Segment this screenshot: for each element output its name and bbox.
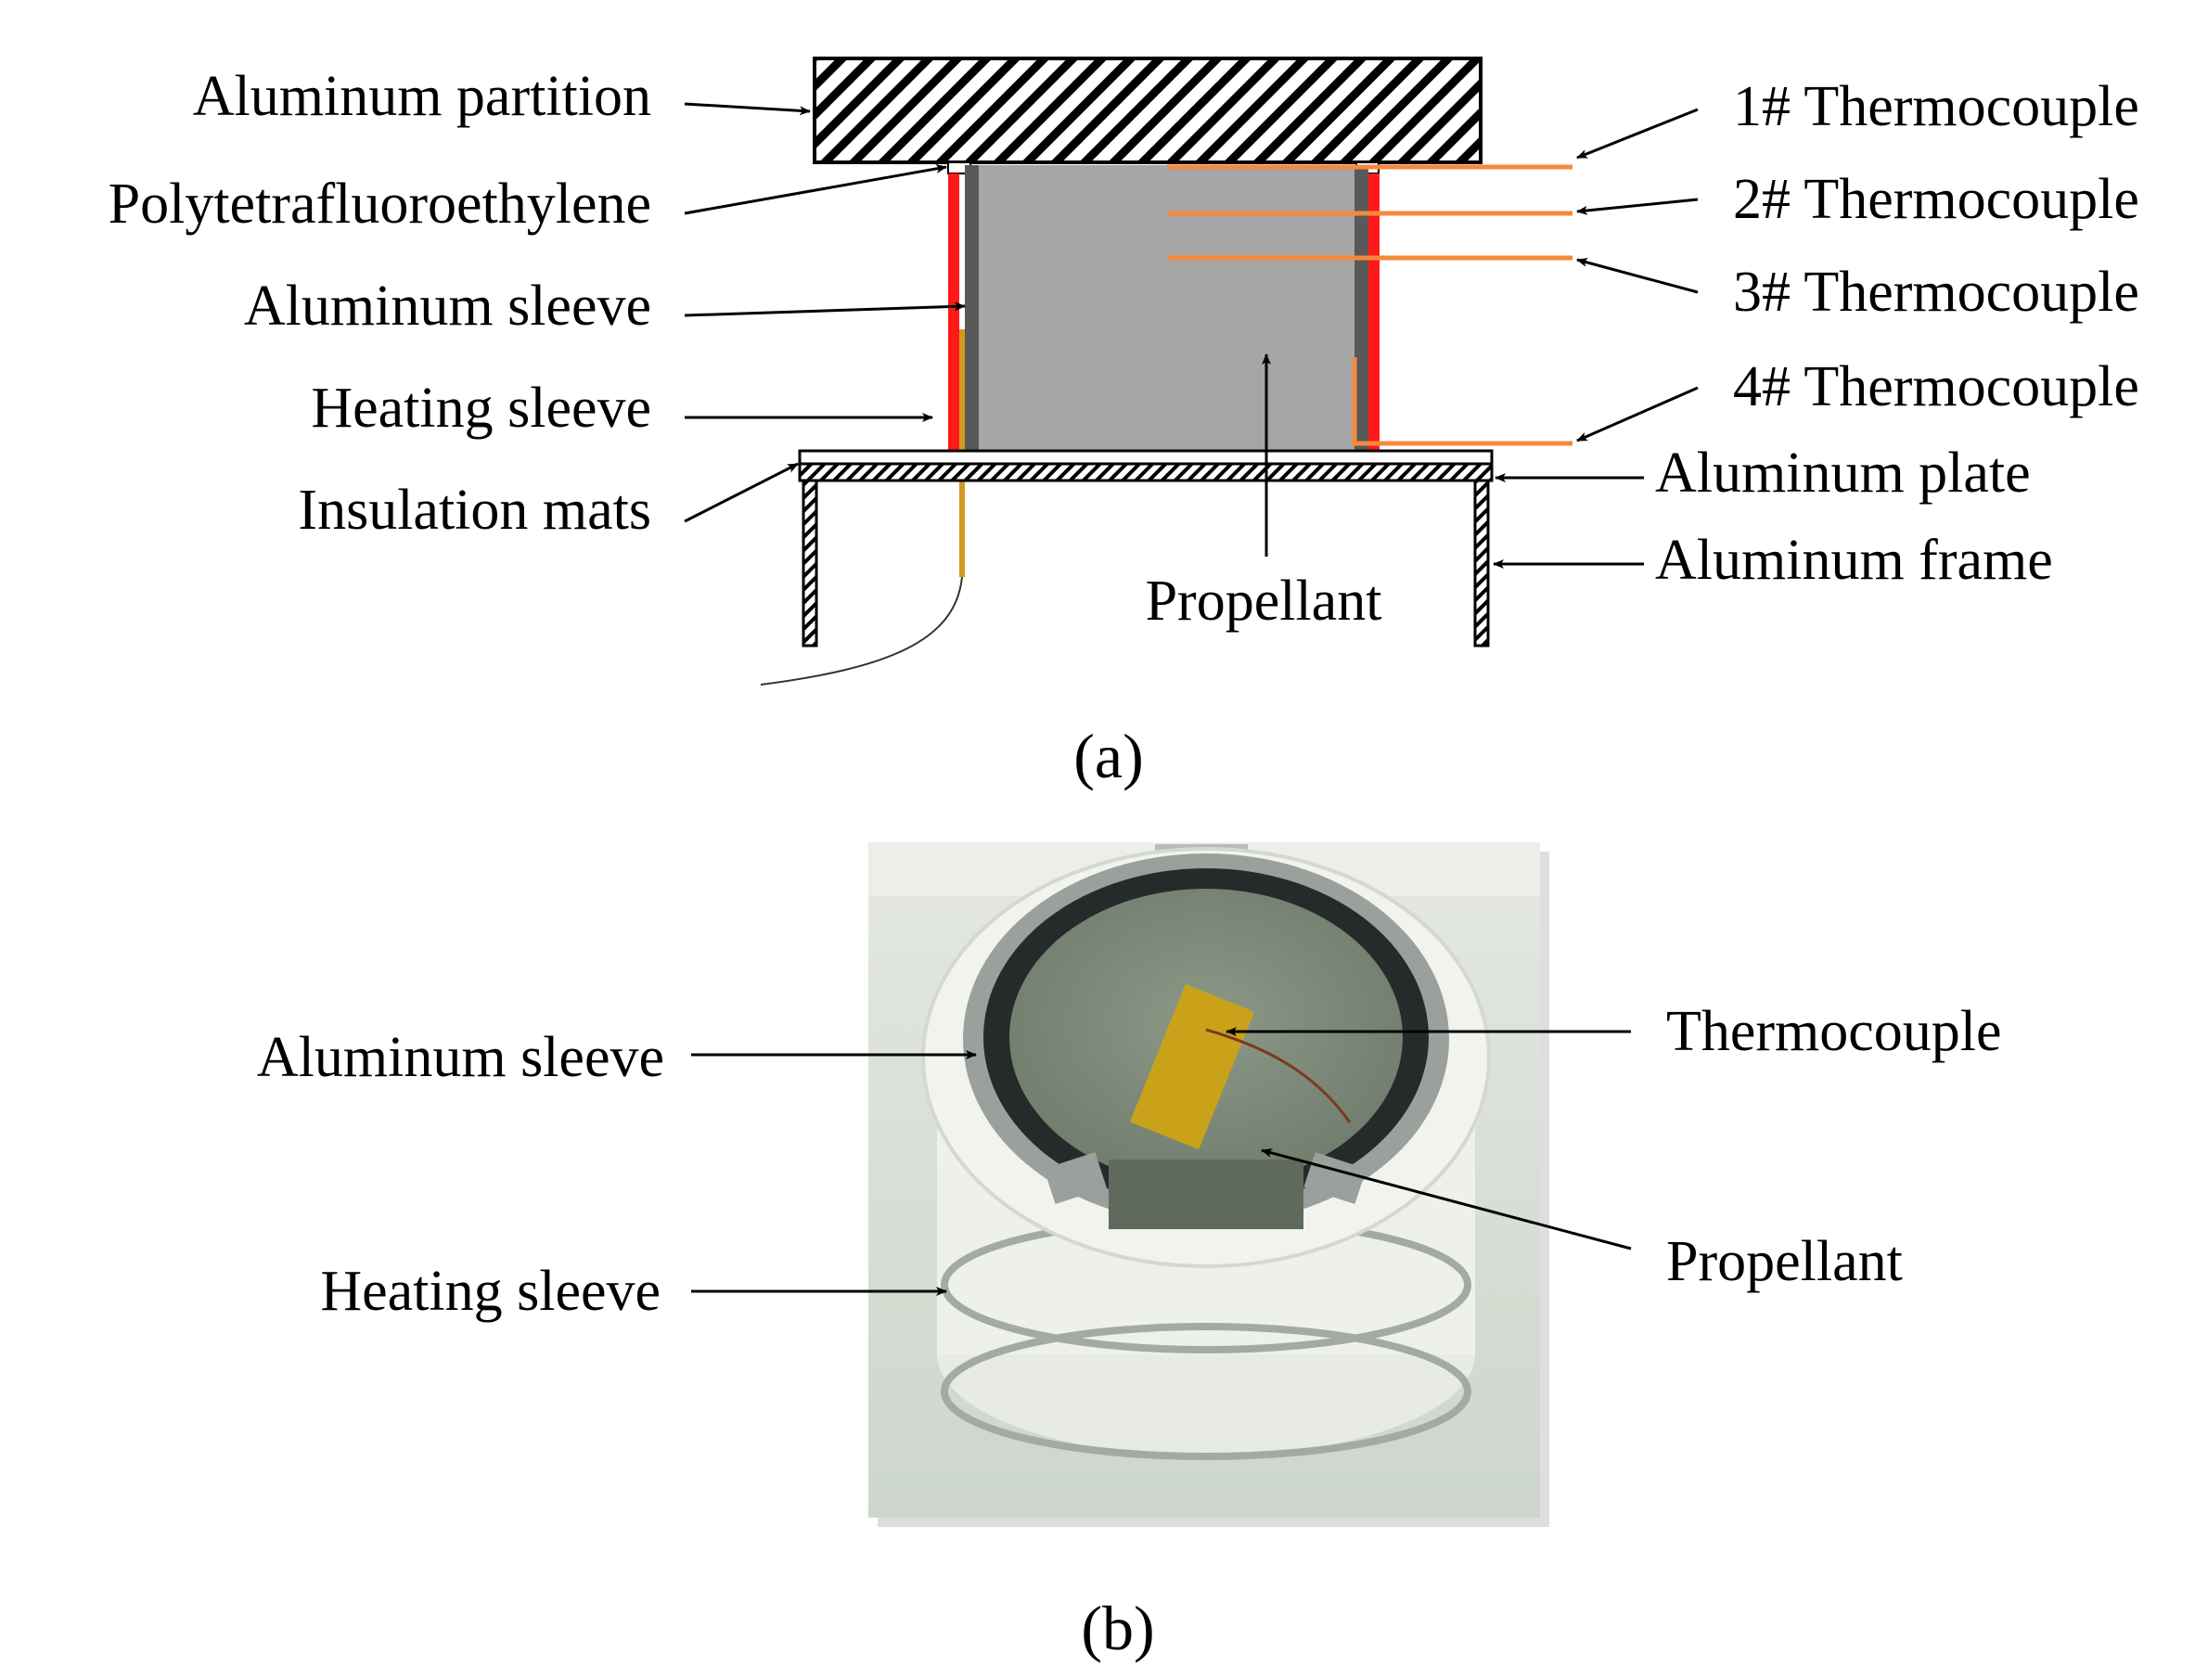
- arrow-tc2: [1576, 198, 1699, 215]
- label-b-thermocouple: Thermocouple: [1666, 1000, 2002, 1063]
- aluminum-partition: [813, 57, 1483, 164]
- photo-kapton-tape: [1129, 983, 1255, 1150]
- label-heating-sleeve: Heating sleeve: [311, 377, 651, 440]
- cable: [760, 576, 963, 686]
- label-tc2: 2# Thermocouple: [1733, 168, 2139, 231]
- arrow-aluminum-sleeve: [684, 301, 966, 317]
- label-aluminum-partition: Aluminum partition: [193, 65, 651, 128]
- arrow-ptfe: [684, 163, 947, 215]
- label-aluminum-sleeve: Aluminum sleeve: [244, 275, 651, 338]
- photo-propellant-side: [1109, 1160, 1303, 1229]
- label-aluminum-plate: Aluminum plate: [1655, 442, 2031, 505]
- label-insulation-mats: Insulation mats: [298, 479, 651, 542]
- label-aluminum-frame: Aluminum frame: [1655, 529, 2053, 592]
- panel-b-photo: Aluminum sleeve Heating sleeve Thermocou…: [257, 842, 2002, 1663]
- aluminum-frame-left: [802, 479, 818, 648]
- label-tc1: 1# Thermocouple: [1733, 75, 2139, 138]
- insulation-mat: [798, 462, 1494, 482]
- propellant-block: [979, 165, 1354, 451]
- label-tc4: 4# Thermocouple: [1733, 355, 2139, 418]
- panel-a-schematic: Aluminum partition Polytetrafluoroethyle…: [109, 57, 2139, 791]
- aluminum-plate: [798, 449, 1494, 466]
- heating-sleeve-left: [948, 173, 959, 451]
- aluminum-frame-right: [1473, 479, 1490, 648]
- arrow-tc4: [1576, 386, 1699, 442]
- arrow-insulation-mats: [684, 462, 799, 523]
- photo-ring-cut-left: [1044, 1152, 1107, 1204]
- label-ptfe: Polytetrafluoroethylene: [109, 173, 651, 236]
- label-b-propellant: Propellant: [1666, 1230, 1903, 1293]
- aluminum-sleeve-left: [965, 165, 979, 451]
- label-propellant-a: Propellant: [1146, 570, 1382, 633]
- arrow-b-propellant: [1261, 1148, 1632, 1250]
- caption-b: (b): [1081, 1593, 1154, 1663]
- arrow-tc1: [1576, 108, 1699, 160]
- label-b-aluminum-sleeve: Aluminum sleeve: [257, 1026, 664, 1089]
- arrow-aluminum-partition: [684, 102, 811, 116]
- insulation-band-2: [941, 1323, 1471, 1460]
- thermocouple-4-line: [1352, 357, 1573, 446]
- arrow-tc3: [1576, 258, 1699, 294]
- caption-a: (a): [1073, 721, 1143, 791]
- heating-sleeve-right: [1368, 173, 1380, 451]
- photo-thermocouple-wire: [1205, 1028, 1352, 1123]
- label-b-heating-sleeve: Heating sleeve: [320, 1260, 661, 1323]
- label-tc3: 3# Thermocouple: [1733, 261, 2139, 324]
- aluminum-sleeve-right: [1354, 165, 1368, 451]
